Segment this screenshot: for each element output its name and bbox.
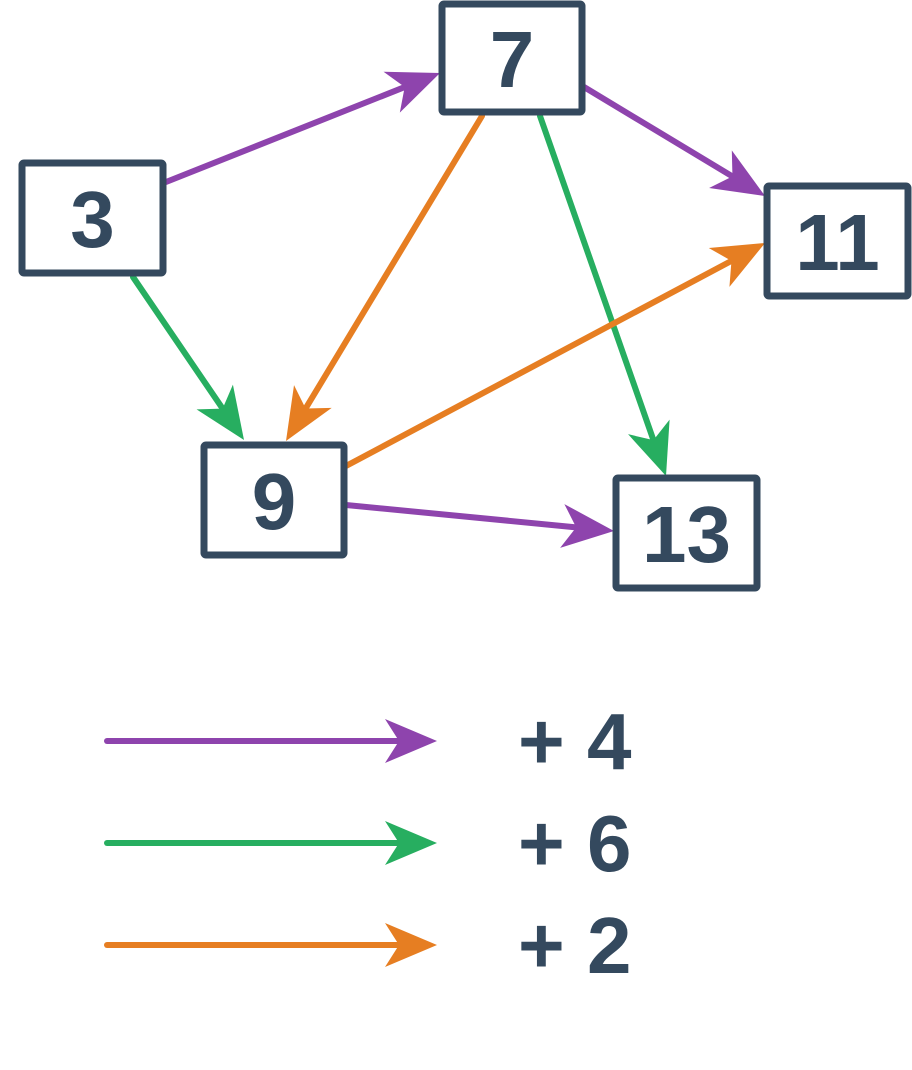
node-13: 13 <box>612 474 761 592</box>
edge-7-to-13-shaft <box>537 113 657 444</box>
edge-3-to-7-shaft <box>163 84 408 185</box>
edge-7-to-13-head <box>628 419 670 476</box>
legend-label: + 4 <box>518 697 632 786</box>
legend-item: + 6 <box>104 799 631 888</box>
node-3: 3 <box>18 159 167 277</box>
node-label: 11 <box>795 198 880 287</box>
edges <box>130 71 765 548</box>
edge-9-to-13-head <box>560 504 614 548</box>
node-label: 13 <box>642 490 731 579</box>
edge-7-to-11-head <box>709 150 765 196</box>
node-box <box>438 0 586 116</box>
nodes: 3 7 11 9 13 <box>18 0 912 592</box>
node-label: 9 <box>252 457 297 546</box>
edge-7-to-11 <box>581 84 765 196</box>
edge-7-to-9-head <box>286 385 332 441</box>
node-7: 7 <box>438 0 586 116</box>
legend-arrow-purple <box>104 719 437 763</box>
node-box <box>200 441 348 559</box>
node-label: 3 <box>70 175 115 264</box>
legend-arrow-green <box>104 821 437 865</box>
edge-7-to-13 <box>537 113 670 476</box>
edge-9-to-11-head <box>708 243 765 287</box>
edge-3-to-9 <box>130 274 244 440</box>
edge-9-to-13 <box>343 502 614 548</box>
node-box <box>612 474 761 592</box>
edge-3-to-7-head <box>383 71 440 113</box>
legend-label: + 6 <box>518 799 631 888</box>
legend-label: + 2 <box>518 901 631 990</box>
node-11: 11 <box>763 182 912 300</box>
legend-arrow-purple-head <box>385 719 437 763</box>
node-box <box>763 182 912 300</box>
node-box <box>18 159 167 277</box>
node-label: 7 <box>490 15 535 104</box>
legend: + 4 + 6 + 2 <box>104 697 632 990</box>
edge-7-to-9 <box>286 113 485 441</box>
node-9: 9 <box>200 441 348 559</box>
edge-9-to-11 <box>343 243 765 469</box>
edge-9-to-13-shaft <box>343 502 580 531</box>
edge-7-to-11-shaft <box>581 84 736 180</box>
legend-arrow-green-head <box>385 821 437 865</box>
edge-3-to-7 <box>163 71 440 185</box>
edge-3-to-9-head <box>196 384 244 440</box>
legend-item: + 4 <box>104 697 632 786</box>
edge-3-to-9-shaft <box>130 274 226 412</box>
edge-7-to-9-shaft <box>302 113 485 412</box>
legend-arrow-orange-head <box>385 923 437 967</box>
legend-arrow-orange <box>104 923 437 967</box>
edge-9-to-11-shaft <box>343 257 735 469</box>
legend-item: + 2 <box>104 901 631 990</box>
